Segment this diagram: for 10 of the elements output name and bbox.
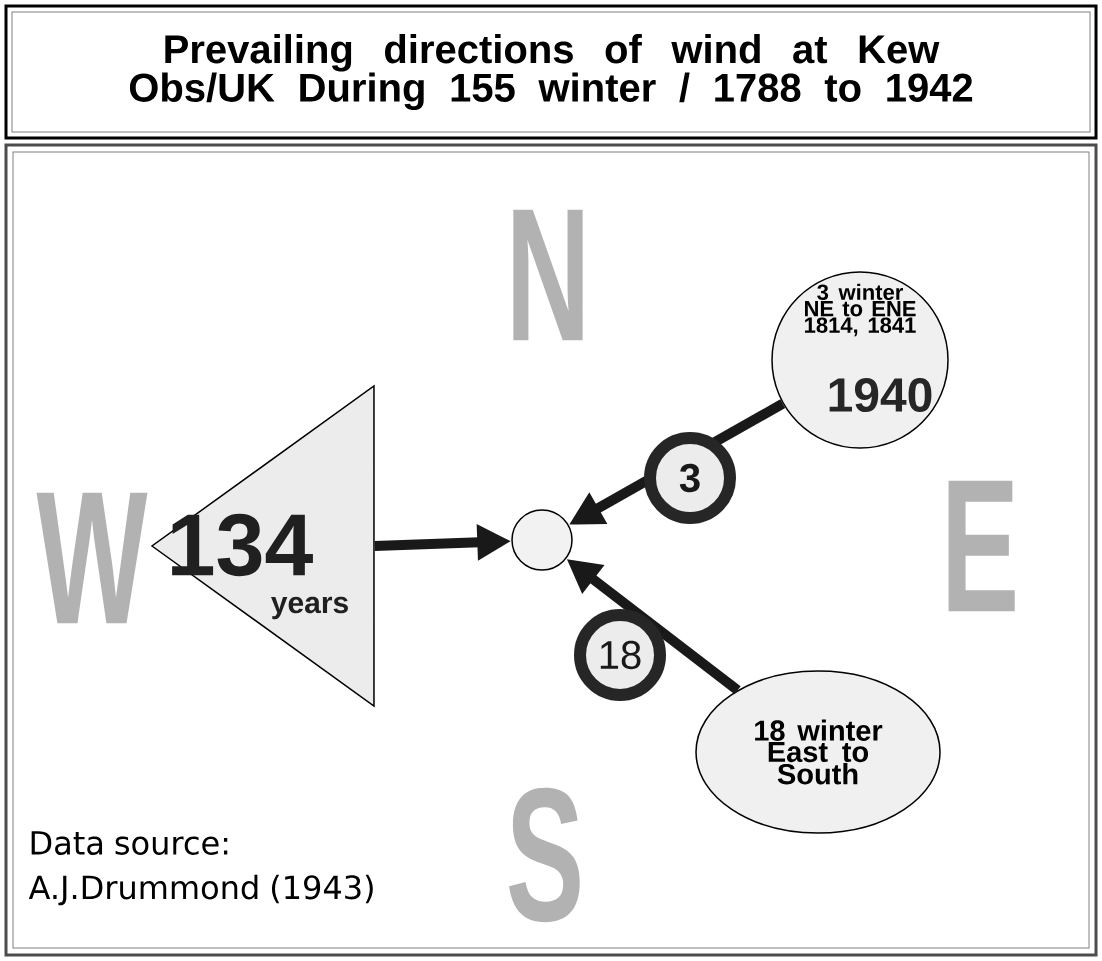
source-note: A.J.Drummond (1943) <box>28 874 373 906</box>
center-circle <box>511 509 573 571</box>
compass-letter: N <box>513 209 583 341</box>
title-box: Prevailing directions of wind at Kew Obs/UK During 155 winter / 1788 to 1942 <box>4 4 1098 140</box>
compass-letter: E <box>948 480 1015 612</box>
compass-letter: W <box>36 492 148 624</box>
edge-label: 3 <box>644 432 736 524</box>
edge-label: 18 <box>574 609 666 701</box>
compass-letter: S <box>509 787 580 923</box>
source-note: Data source: <box>31 831 228 855</box>
